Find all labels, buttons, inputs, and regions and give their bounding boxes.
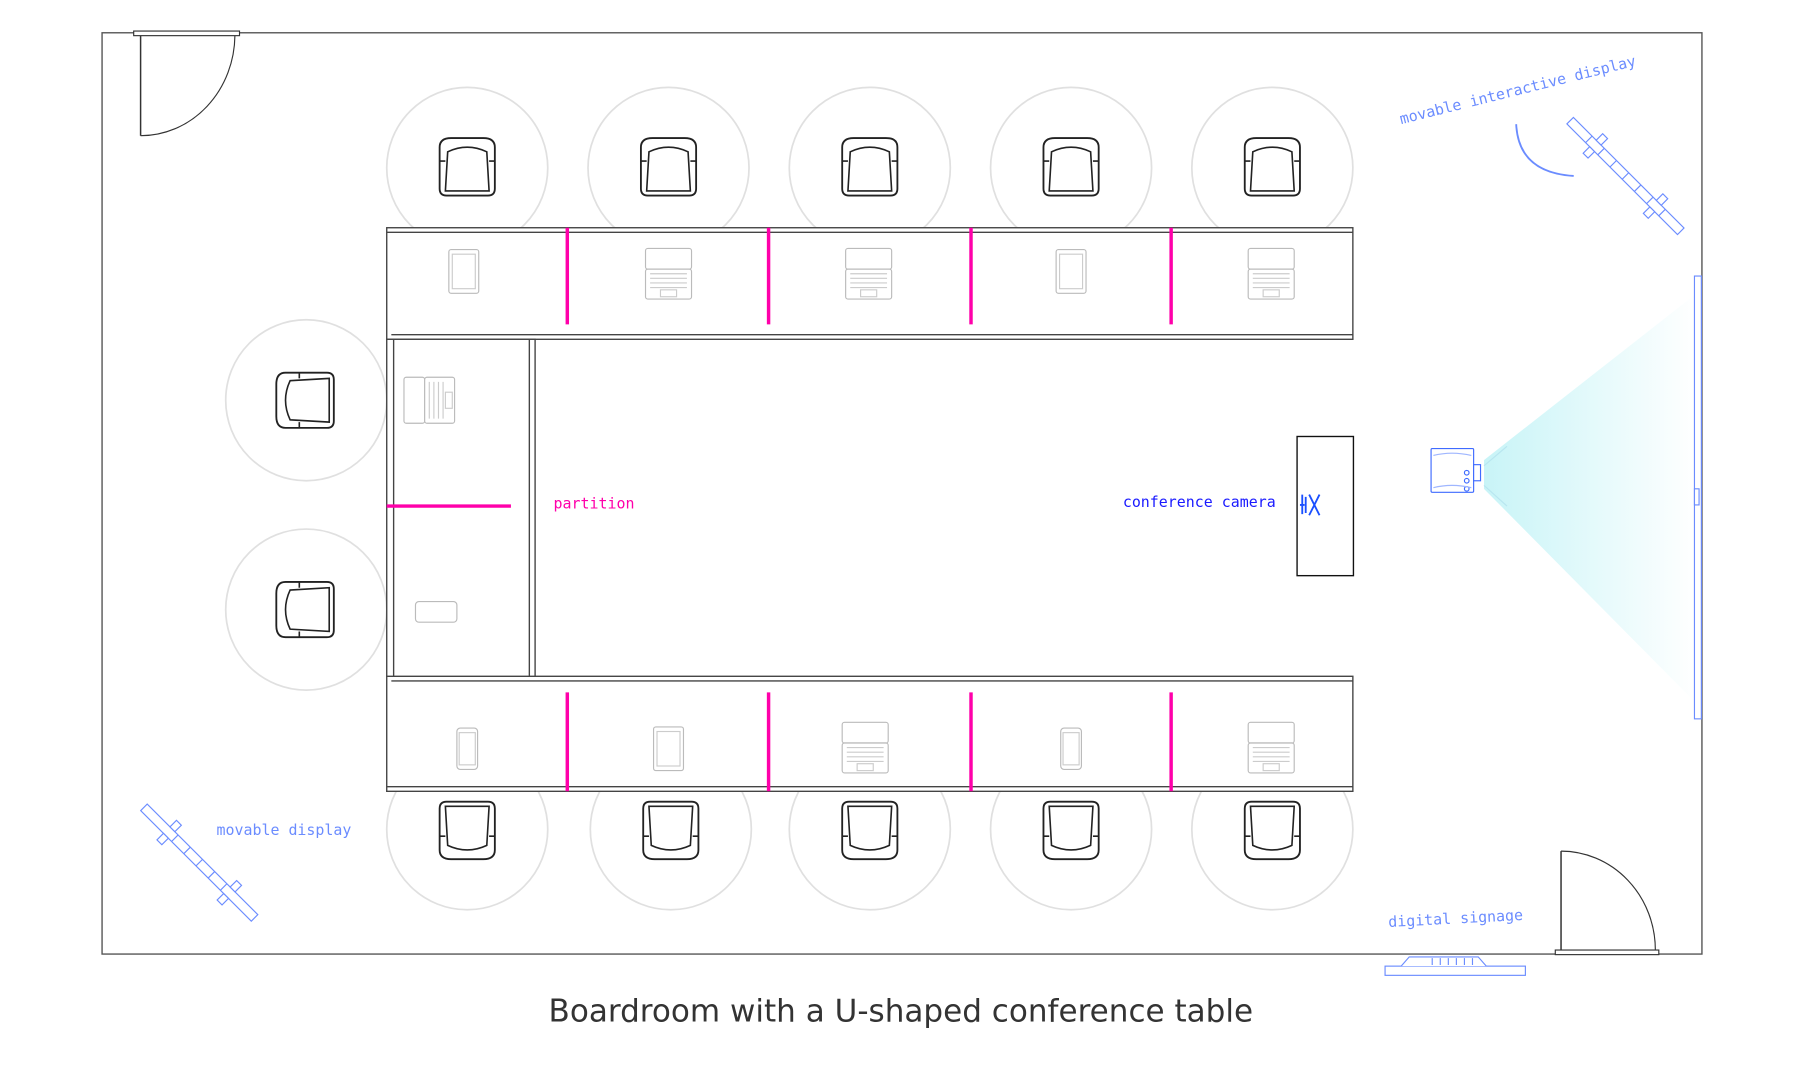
laptop-icon	[1247, 721, 1295, 774]
phone-icon	[414, 600, 458, 623]
projection-cone	[1483, 293, 1697, 704]
movable-interactive-display-icon[interactable]	[1515, 111, 1690, 241]
conference-camera-label: conference camera	[1123, 493, 1276, 511]
digital-signage-icon[interactable]	[1384, 956, 1526, 976]
partition-label: partition	[554, 494, 635, 512]
movable-display-label: movable display	[217, 821, 352, 839]
projector-icon	[1430, 447, 1482, 493]
door-bottom-right[interactable]	[1554, 850, 1660, 956]
laptop-icon	[403, 376, 456, 424]
tablet-icon	[448, 249, 480, 294]
phone-icon	[1060, 727, 1083, 771]
laptop-icon	[644, 247, 693, 300]
laptop-icon	[1247, 247, 1295, 300]
movable-display-icon[interactable]	[134, 798, 264, 928]
diagram-caption: Boardroom with a U-shaped conference tab…	[549, 993, 1254, 1029]
laptop-icon	[845, 247, 893, 300]
phone-icon	[456, 727, 479, 771]
tablet-icon	[1055, 249, 1087, 294]
conference-camera-icon	[1299, 494, 1321, 516]
room-walls	[101, 32, 1703, 955]
laptop-icon	[841, 721, 889, 774]
devices	[403, 247, 1295, 774]
tablet-icon	[652, 726, 685, 772]
partitions	[386, 227, 1173, 792]
door-top-left[interactable]	[133, 30, 241, 137]
